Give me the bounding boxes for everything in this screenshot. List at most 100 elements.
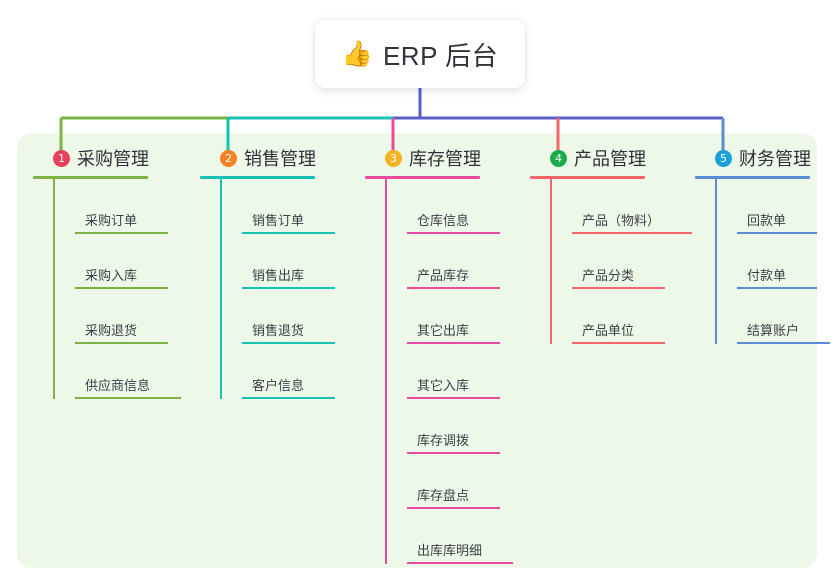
leaf-underline <box>75 397 181 399</box>
leaf-label: 产品单位 <box>582 323 635 338</box>
leaf-label: 产品分类 <box>582 268 635 283</box>
branch-5: 5 财务管理回款单付款单结算账户 <box>695 145 830 344</box>
branch-header-5[interactable]: 5 财务管理 <box>695 145 811 171</box>
leaf-node[interactable]: 库存调拨 <box>407 399 500 454</box>
leaf-label: 其它出库 <box>417 323 470 338</box>
leaf-underline <box>737 342 830 344</box>
leaf-underline <box>407 232 500 234</box>
leaf-label: 供应商信息 <box>85 378 151 393</box>
branch-trunk-line <box>220 179 222 399</box>
leaf-label: 采购退货 <box>85 323 138 338</box>
leaf-label: 客户信息 <box>252 378 305 393</box>
leaf-label: 其它入库 <box>417 378 470 393</box>
leaf-node[interactable]: 供应商信息 <box>75 344 181 399</box>
leaf-node[interactable]: 客户信息 <box>242 344 335 399</box>
branch-badge-icon: 4 <box>550 149 567 167</box>
branch-children: 销售订单销售出库销售退货客户信息 <box>220 179 335 399</box>
branch-trunk-line <box>550 179 552 344</box>
leaf-underline <box>242 232 335 234</box>
leaf-label: 库存盘点 <box>417 488 470 503</box>
leaf-label: 采购订单 <box>85 213 138 228</box>
leaf-underline <box>407 342 500 344</box>
branch-header-2[interactable]: 2 销售管理 <box>200 145 316 171</box>
branch-children: 产品（物料） 产品分类产品单位 <box>550 179 692 344</box>
leaf-underline <box>572 232 692 234</box>
leaf-underline <box>737 287 817 289</box>
leaf-label: 采购入库 <box>85 268 138 283</box>
leaf-label: 销售出库 <box>252 268 305 283</box>
branch-badge-icon: 1 <box>53 149 70 167</box>
branch-2: 2 销售管理销售订单销售出库销售退货客户信息 <box>200 145 335 399</box>
leaf-label: 出库库明细 <box>417 543 483 558</box>
branch-badge-icon: 3 <box>385 149 402 167</box>
branch-badge-icon: 5 <box>715 149 732 167</box>
branch-badge-icon: 2 <box>220 149 237 167</box>
leaf-node[interactable]: 其它出库 <box>407 289 500 344</box>
leaf-underline <box>75 342 168 344</box>
branch-title: 财务管理 <box>739 149 811 169</box>
branch-trunk-line <box>385 179 387 564</box>
branch-children: 采购订单采购入库采购退货供应商信息 <box>53 179 181 399</box>
leaf-underline <box>572 342 665 344</box>
branch-underline <box>695 176 810 179</box>
branch-header-3[interactable]: 3 库存管理 <box>365 145 488 171</box>
leaf-underline <box>242 342 335 344</box>
leaf-underline <box>407 507 500 509</box>
leaf-underline <box>242 287 335 289</box>
leaf-label: 回款单 <box>747 213 787 228</box>
leaf-node[interactable]: 销售出库 <box>242 234 335 289</box>
leaf-underline <box>407 287 500 289</box>
branch-children: 回款单付款单结算账户 <box>715 179 830 344</box>
branch-title: 产品管理 <box>574 149 646 169</box>
branch-3: 3 库存管理仓库信息产品库存其它出库其它入库库存调拨库存盘点出库库明细 <box>365 145 513 564</box>
leaf-node[interactable]: 采购入库 <box>75 234 168 289</box>
branch-trunk-line <box>53 179 55 399</box>
leaf-node[interactable]: 结算账户 <box>737 289 830 344</box>
leaf-underline <box>737 232 817 234</box>
leaf-underline <box>572 287 665 289</box>
branch-4: 4 产品管理产品（物料） 产品分类产品单位 <box>530 145 692 344</box>
branch-underline <box>530 176 645 179</box>
branch-title: 采购管理 <box>77 149 149 169</box>
leaf-node[interactable]: 回款单 <box>737 179 817 234</box>
root-title: ERP 后台 <box>382 40 499 71</box>
leaf-node[interactable]: 产品分类 <box>572 234 666 289</box>
branch-underline <box>365 176 480 179</box>
branch-header-1[interactable]: 1 采购管理 <box>33 145 156 171</box>
leaf-node[interactable]: 采购退货 <box>75 289 168 344</box>
branch-children: 仓库信息产品库存其它出库其它入库库存调拨库存盘点出库库明细 <box>385 179 513 564</box>
leaf-node[interactable]: 产品单位 <box>572 289 666 344</box>
branch-1: 1 采购管理采购订单采购入库采购退货供应商信息 <box>33 145 181 399</box>
thumbs-up-icon: 👍 <box>341 39 373 68</box>
leaf-node[interactable]: 销售订单 <box>242 179 335 234</box>
leaf-underline <box>407 397 500 399</box>
leaf-node[interactable]: 库存盘点 <box>407 454 500 509</box>
branch-title: 库存管理 <box>409 149 481 169</box>
leaf-underline <box>75 232 168 234</box>
leaf-label: 销售退货 <box>252 323 305 338</box>
leaf-node[interactable]: 出库库明细 <box>407 509 513 564</box>
leaf-node[interactable]: 销售退货 <box>242 289 335 344</box>
leaf-underline <box>75 287 168 289</box>
leaf-node[interactable]: 仓库信息 <box>407 179 500 234</box>
branch-header-4[interactable]: 4 产品管理 <box>530 145 666 171</box>
leaf-node[interactable]: 其它入库 <box>407 344 500 399</box>
leaf-underline <box>407 452 500 454</box>
leaf-label: 结算账户 <box>747 323 800 338</box>
leaf-node[interactable]: 产品库存 <box>407 234 500 289</box>
leaf-node[interactable]: 采购订单 <box>75 179 168 234</box>
branch-title: 销售管理 <box>244 149 316 169</box>
leaf-label: 仓库信息 <box>417 213 470 228</box>
leaf-underline <box>407 562 513 564</box>
diagram-panel <box>17 133 817 568</box>
leaf-label: 付款单 <box>747 268 787 283</box>
branch-underline <box>33 176 148 179</box>
leaf-node[interactable]: 产品（物料） <box>572 179 692 234</box>
leaf-label: 产品库存 <box>417 268 470 283</box>
leaf-node[interactable]: 付款单 <box>737 234 817 289</box>
leaf-underline <box>242 397 335 399</box>
leaf-label: 库存调拨 <box>417 433 470 448</box>
root-node[interactable]: 👍 ERP 后台 <box>315 20 525 88</box>
leaf-label: 销售订单 <box>252 213 305 228</box>
